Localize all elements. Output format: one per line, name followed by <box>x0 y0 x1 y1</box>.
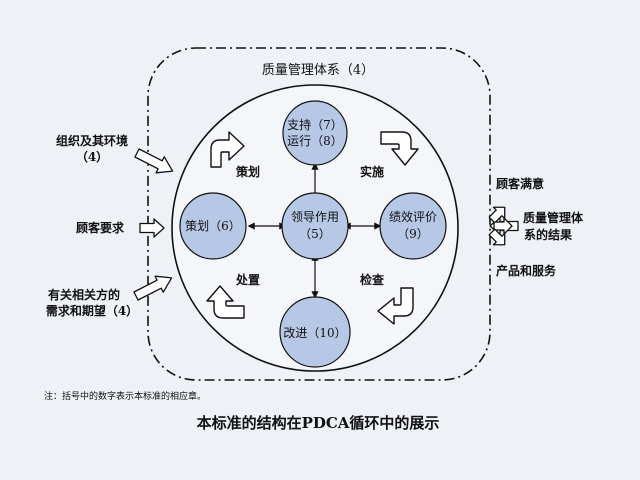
input-interested-parties-line1: 有关相关方的 <box>48 287 120 302</box>
figure-caption: 本标准的结构在PDCA循环中的展示 <box>197 414 440 432</box>
node-leadership-line1: 领导作用 <box>291 210 339 224</box>
output-products-services: 产品和服务 <box>496 263 557 278</box>
qms-title: 质量管理体系（4） <box>262 63 374 78</box>
input-interested-parties-line2: 需求和期望（4） <box>46 303 138 318</box>
input-arrow-customer-req <box>139 218 165 238</box>
input-arrow-org-context <box>134 148 174 174</box>
cycle-arrow-top-right <box>380 131 419 166</box>
output-qms-results-line2: 系的结果 <box>524 227 572 242</box>
node-support-line2: 运行（8） <box>287 134 343 148</box>
node-evaluation: 绩效评价 （9） <box>379 192 447 260</box>
output-qms-results-line1: 质量管理体 <box>523 210 584 225</box>
node-leadership-line2: （5） <box>299 227 331 241</box>
node-improvement-label: 改进（10） <box>283 326 346 340</box>
cycle-arrow-bottom-right <box>377 287 414 325</box>
cycle-arrow-top-left <box>210 131 245 168</box>
qms-boundary <box>147 47 491 381</box>
node-evaluation-line2: （9） <box>397 227 429 241</box>
cycle-label-act: 处置 <box>235 272 260 287</box>
footnote: 注：括号中的数字表示本标准的相应章。 <box>44 390 206 402</box>
node-improvement: 改进（10） <box>279 296 351 368</box>
input-customer-req: 顾客要求 <box>76 220 125 235</box>
cycle-arrow-bottom-left <box>206 285 245 319</box>
node-planning-label: 策划（6） <box>185 219 241 233</box>
output-arrow-hub <box>488 206 519 246</box>
cycle-label-plan: 策划 <box>236 164 260 179</box>
node-support-line1: 支持（7） <box>287 117 343 132</box>
node-evaluation-line1: 绩效评价 <box>389 209 437 224</box>
input-org-context-line1: 组织及其环境 <box>56 133 128 148</box>
cycle-label-check: 检查 <box>360 272 385 287</box>
input-arrow-interested-parties <box>133 275 173 301</box>
output-customer-satisfaction: 顾客满意 <box>496 176 544 191</box>
input-org-context-line2: （4） <box>76 149 108 164</box>
cycle-label-do: 实施 <box>360 164 384 179</box>
node-support: 支持（7） 运行（8） <box>282 100 348 166</box>
node-leadership: 领导作用 （5） <box>281 192 349 260</box>
node-planning: 策划（6） <box>179 192 247 260</box>
